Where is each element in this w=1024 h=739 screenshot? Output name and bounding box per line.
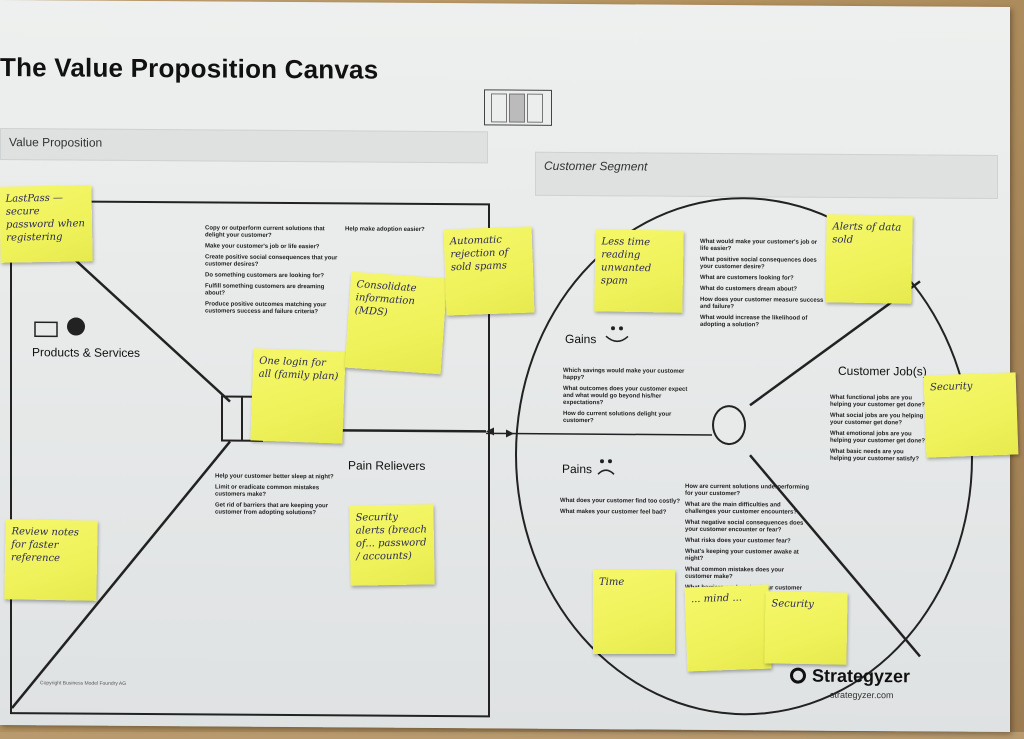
prompt: Fulfill something customers are dreaming… — [205, 283, 325, 297]
gains-label: Gains — [565, 331, 597, 347]
sticky-note-review[interactable]: Review notes for faster reference — [4, 519, 98, 601]
sticky-note-alerts-data[interactable]: Alerts of data sold — [825, 214, 913, 304]
sticky-note-peace[interactable]: ... mind ... — [684, 584, 772, 672]
products-services-label: Products & Services — [32, 345, 141, 360]
prompt: Get rid of barriers that are keeping you… — [215, 502, 329, 517]
prompt: What risks does your customer fear? — [685, 537, 791, 545]
prompt: Which savings would make your customer h… — [563, 367, 685, 382]
prompt: Limit or eradicate common mistakes custo… — [215, 484, 320, 498]
prompt: How are current solutions underperformin… — [685, 483, 810, 498]
prompt: What does your customer find too costly? — [560, 497, 681, 505]
prompt: Help make adoption easier? — [345, 226, 425, 233]
customer-jobs-prompts: What functional jobs are you helping you… — [830, 391, 925, 464]
prompt: What are the main difficulties and chall… — [685, 501, 798, 516]
pain-relievers-label: Pain Relievers — [348, 458, 426, 473]
customer-jobs-label: Customer Job(s) — [838, 363, 927, 379]
sticky-note-time[interactable]: Time — [593, 570, 675, 654]
prompt: Do something customers are looking for? — [205, 272, 325, 280]
sticky-note-automatic[interactable]: Automatic rejection of sold spams — [443, 226, 535, 316]
gains-prompts-left: Which savings would make your customer h… — [563, 364, 688, 426]
prompt: How does your customer measure success a… — [700, 296, 824, 311]
sticky-note-security-alerts[interactable]: Security alerts (breach of... password /… — [349, 504, 435, 586]
prompt: What emotional jobs are you helping your… — [830, 430, 926, 445]
sticky-note-less-time[interactable]: Less time reading unwanted spam — [594, 229, 684, 313]
sticky-note-consolidate[interactable]: Consolidate information (MDS) — [344, 271, 448, 375]
prompt: How do current solutions delight your cu… — [563, 410, 672, 425]
sticky-note-security-pain[interactable]: Security — [764, 591, 848, 665]
prompt: Create positive social consequences that… — [205, 254, 338, 268]
mini-canvas-icon — [484, 89, 552, 126]
prompt: What would make your customer's job or l… — [700, 238, 818, 253]
prompt: What are customers looking for? — [700, 274, 794, 282]
pains-prompts-2: How are current solutions underperformin… — [685, 480, 810, 600]
prompt: Copy or outperform current solutions tha… — [205, 225, 325, 239]
prompt: What social jobs are you helping your cu… — [830, 412, 924, 427]
canvas-title: The Value Proposition Canvas — [0, 52, 379, 85]
prompt: Help your customer better sleep at night… — [215, 473, 334, 481]
prompt: What would increase the likelihood of ad… — [700, 314, 808, 329]
gains-prompts: What would make your customer's job or l… — [700, 235, 825, 330]
prompt: What makes your customer feel bad? — [560, 508, 667, 516]
prompt: What basic needs are you helping your cu… — [830, 448, 920, 463]
sticky-note-one-login[interactable]: One login for all (family plan) — [250, 348, 346, 444]
prompt: What negative social consequences does y… — [685, 519, 804, 534]
canvas-poster: The Value Proposition Canvas Value Propo… — [0, 0, 1010, 733]
prompt: What's keeping your customer awake at ni… — [685, 548, 799, 562]
prompt: What do customers dream about? — [700, 285, 798, 293]
prompt: What functional jobs are you helping you… — [830, 394, 926, 409]
copyright-text: Copyright Business Model Foundry AG — [40, 680, 127, 687]
prompt: Make your customer's job or life easier? — [205, 243, 320, 251]
prompt: What outcomes does your customer expect … — [563, 385, 688, 407]
customer-face-icon — [712, 404, 746, 446]
strategyzer-logo-icon — [790, 667, 806, 684]
gain-creators-prompts: Copy or outperform current solutions tha… — [205, 221, 340, 316]
pain-relievers-prompts: Help your customer better sleep at night… — [215, 470, 335, 518]
prompt: What positive social consequences does y… — [700, 256, 817, 271]
prompt: What common mistakes does your customer … — [685, 566, 785, 581]
sticky-note-security-job[interactable]: Security — [923, 372, 1019, 458]
value-proposition-header: Value Proposition — [0, 128, 488, 164]
brand-name: Strategyzer — [812, 665, 911, 687]
sticky-note-lastpass[interactable]: LastPass — secure password when register… — [0, 185, 93, 263]
brand-url: strategyzer.com — [830, 689, 894, 701]
gain-creators-prompts-2: Help make adoption easier? — [345, 222, 445, 234]
prompt: Produce positive outcomes matching your … — [205, 301, 327, 316]
pains-prompts: What does your customer find too costly?… — [560, 494, 680, 517]
pains-label: Pains — [562, 461, 593, 477]
customer-segment-header: Customer Segment — [535, 151, 998, 199]
